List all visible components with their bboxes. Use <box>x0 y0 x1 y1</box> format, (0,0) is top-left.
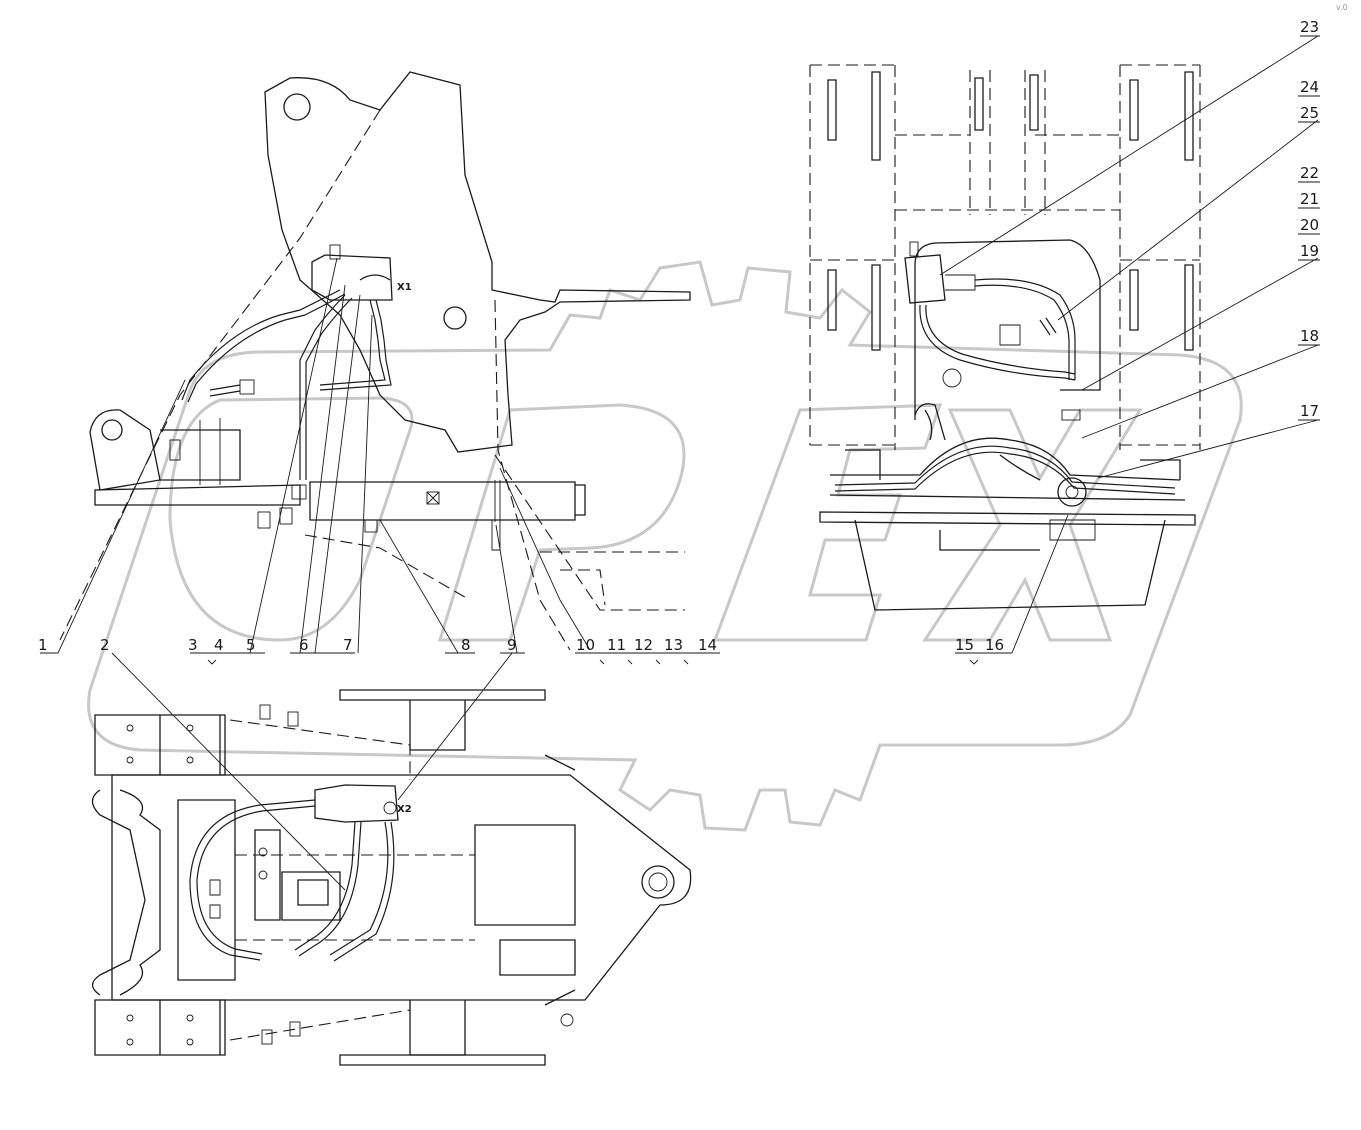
callout-2: 2 <box>100 636 110 654</box>
corner-mark: v.0 <box>1336 3 1348 12</box>
callout-8: 8 <box>461 636 471 654</box>
callout-18: 18 <box>1300 327 1319 345</box>
callout-5: 5 <box>246 636 256 654</box>
callout-10: 10 <box>576 636 595 654</box>
side-view: X1 <box>40 71 720 665</box>
callout-12: 12 <box>634 636 653 654</box>
callout-6: 6 <box>299 636 309 654</box>
front-view <box>809 35 1320 665</box>
callout-13: 13 <box>664 636 683 654</box>
plan-view: X2 <box>91 652 692 1066</box>
callout-19: 19 <box>1300 242 1319 260</box>
callout-21: 21 <box>1300 190 1319 208</box>
callout-23: 23 <box>1300 18 1319 36</box>
callout-7: 7 <box>343 636 353 654</box>
callout-3: 3 <box>188 636 198 654</box>
callout-1: 1 <box>38 636 48 654</box>
callout-20: 20 <box>1300 216 1319 234</box>
port-label-x1: X1 <box>397 282 412 293</box>
opex-watermark <box>87 260 1243 832</box>
callout-4: 4 <box>214 636 224 654</box>
callout-22: 22 <box>1300 164 1319 182</box>
callout-11: 11 <box>607 636 626 654</box>
callout-25: 25 <box>1300 104 1319 122</box>
callout-labels: 1 2 3 4 5 6 7 8 9 10 11 12 13 14 15 16 1… <box>38 3 1348 654</box>
callout-14: 14 <box>698 636 717 654</box>
callout-17: 17 <box>1300 402 1319 420</box>
callout-16: 16 <box>985 636 1004 654</box>
port-label-x2: X2 <box>397 804 412 815</box>
callout-9: 9 <box>507 636 517 654</box>
callout-24: 24 <box>1300 78 1319 96</box>
callout-15: 15 <box>955 636 974 654</box>
